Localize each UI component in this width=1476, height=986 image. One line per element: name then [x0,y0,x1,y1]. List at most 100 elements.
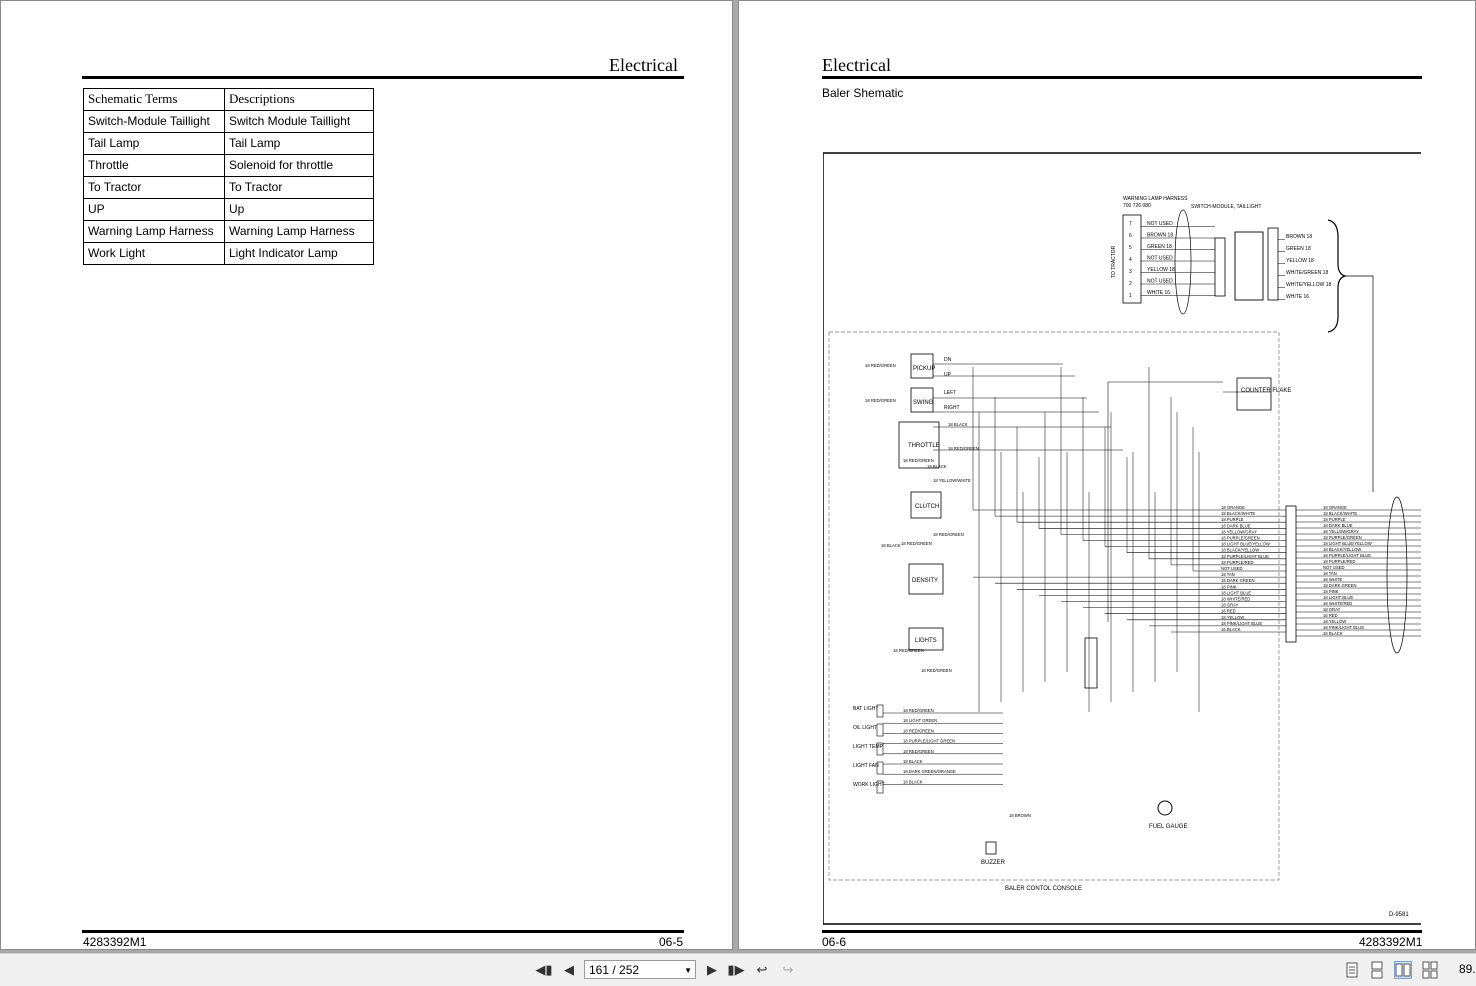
table-header-row: Schematic Terms Descriptions [83,88,374,111]
zoom-level[interactable]: 89. [1459,962,1476,976]
page-number: 06-6 [822,935,847,949]
term-cell: Warning Lamp Harness [83,220,225,243]
previous-page-icon[interactable]: ◀ [564,962,574,977]
bus-wire-label-right: 18 PURPLE/LIGHT BLUE [1323,553,1371,558]
component-throttle-switch: THROTTLE [898,421,940,469]
term-cell: Work Light [83,242,225,265]
page-number-input[interactable]: 161 / 252 ▼ [584,960,696,979]
bus-wire-label: 18 PURPLE [1221,517,1244,522]
pickup-label: PICKUP [913,366,935,372]
description-cell: To Tractor [224,176,374,199]
bus-wire-label: 18 PINK/LIGHT BLUE [1221,621,1262,626]
page-display: 161 / 252 [589,963,640,977]
description-cell: Solenoid for throttle [224,154,374,177]
component-swing-switch: SWING LEFT RIGHT [910,387,960,413]
bus-wire-label-right: 18 BLACK/WHITE [1323,511,1357,516]
continuous-facing-view-icon[interactable] [1421,961,1439,979]
bus-wire-label-right: 16 RED [1323,613,1338,618]
description-cell: Switch Module Taillight [224,110,374,133]
indicator-wire-label: 18 RED/GREEN [903,708,934,713]
indicator-wire-label: 18 RED/GREEN [903,728,934,733]
header-rule [822,76,1422,79]
bus-wire-label: 18 TAN [1221,572,1235,577]
component-wire-label: 18 BLACK [927,464,947,469]
component-clutch-switch: CLUTCH [910,491,942,519]
pin-number: 6 [1129,233,1132,239]
single-page-view-icon[interactable] [1343,961,1361,979]
document-number: 4283392M1 [1359,935,1423,949]
to-tractor-label: TO TRACTOR [1111,245,1117,278]
go-back-icon[interactable]: ↩ [756,962,768,977]
indicator-connector [876,704,884,718]
indicator-wire-label: 18 DARK GREEN/ORANGE [903,769,956,774]
component-wire-label: 18 BROWN [1009,813,1031,818]
density-label: DENSITY [912,578,938,584]
description-cell: Warning Lamp Harness [224,220,374,243]
component-wire-label: 18 RED/GREEN [893,648,924,653]
left-page: Electrical Schematic Terms Descriptions … [0,0,733,950]
component-wire-label: 18 RED/GREEN [901,541,932,546]
switch-module-label: SWITCH-MODULE, TAILLIGHT [1191,204,1261,210]
pin-number: 1 [1129,293,1132,299]
go-forward-icon[interactable]: ↪ [782,962,794,977]
indicator-wire-label: 18 BLACK [903,759,923,764]
indicator-label: LIGHT FAN [853,763,879,769]
continuous-view-icon[interactable] [1368,961,1386,979]
bus-wire-label: 18 PURPLE/GREEN [1221,536,1260,541]
tractor-wire-label: NOT USED [1147,279,1173,285]
throttle-label: THROTTLE [908,443,940,449]
right-page: Electrical Baler Shematic WARNING LAMP H… [738,0,1476,950]
bus-wire-label: 18 DARK GREEN [1221,578,1255,583]
console-boundary [828,331,1280,881]
tractor-wire-label: YELLOW 18 [1147,267,1175,273]
page-header: Electrical [822,55,891,75]
pin-number: 7 [1129,221,1132,227]
indicator-label: BAT LIGHT [853,706,878,712]
clutch-label: CLUTCH [915,504,939,510]
component-counter-flake: COUNTER FLAKE [1236,377,1291,411]
term-cell: UP [83,198,225,221]
description-cell: Light Indicator Lamp [224,242,374,265]
component-wire-label: 18 RED/GREEN [865,363,896,368]
pin-number: 2 [1129,281,1132,287]
component-fuel-gauge: FUEL GAUGE [1149,800,1187,830]
baler-schematic-diagram: WARNING LAMP HARNESS 700 726 080 SWITCH-… [823,152,1421,925]
harness-bundle [1174,209,1192,315]
first-page-icon[interactable]: ◀▮ [535,962,553,977]
next-page-icon[interactable]: ▶ [707,962,717,977]
facing-view-icon[interactable] [1394,961,1412,979]
bus-wire-label: 18 LIGHT BLUE/YELLOW [1221,542,1270,547]
page-header: Electrical [609,55,678,75]
bus-wire-label-right: 16 BLACK [1323,631,1343,636]
bus-wire-label-right: NOT USED [1323,565,1345,570]
chevron-down-icon[interactable]: ▼ [684,966,692,975]
switch-wire-label: GREEN 18 [1286,246,1311,252]
drawing-number: D-9581 [1389,912,1409,918]
bus-wire-label-right: 18 WHITE [1323,577,1343,582]
bus-wire-label-right: 18 PURPLE/GREEN [1323,535,1362,540]
footer-rule [822,930,1422,933]
bus-wire-label-right: 18 PURPLE [1323,517,1346,522]
component-relay-block [1084,637,1098,689]
bus-wire-label: 18 YELLOW [1221,615,1244,620]
bus-wire-label-right: 18 GRAY [1323,607,1341,612]
bus-wire-label-right: 18 ORANGE [1323,505,1347,510]
warning-lamp-harness-label: WARNING LAMP HARNESS [1123,196,1188,202]
last-page-icon[interactable]: ▮▶ [727,962,745,977]
console-label: BALER CONTOL CONSOLE [1005,886,1082,892]
component-wire-label: 18 RED/GREEN [903,458,934,463]
tractor-wire-label: WHITE 16 [1147,290,1170,296]
bus-wire-label-right: 18 YELLOW/GRAY [1323,529,1359,534]
bus-wire-label: NOT USED [1221,566,1243,571]
indicator-wire-label: 18 BLACK [903,779,923,784]
wire-bus-lines [933,363,1421,712]
tractor-wire-label: NOT USED [1147,256,1173,262]
